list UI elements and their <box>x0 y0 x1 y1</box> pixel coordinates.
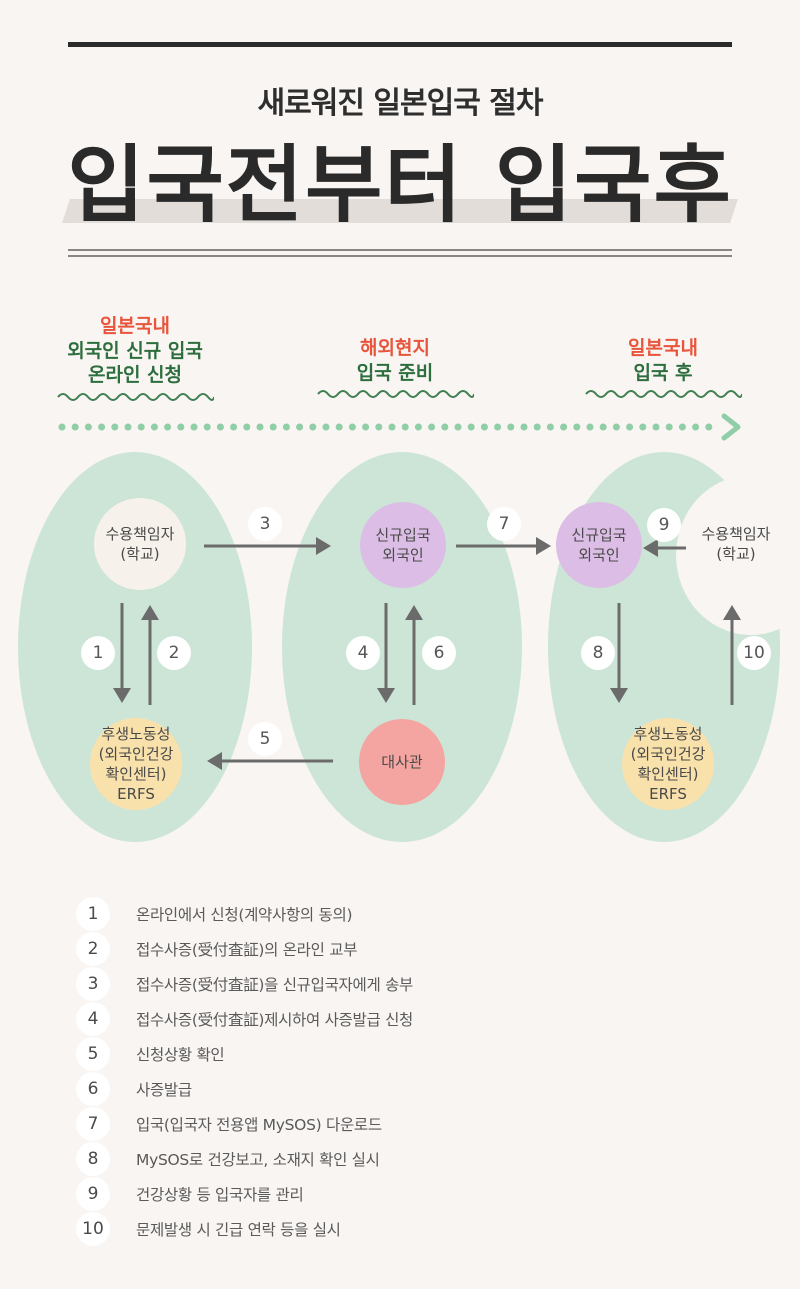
page-title: 입국전부터 입국후 <box>67 136 733 234</box>
phase-line: 입국 후 <box>633 361 693 384</box>
phase-region: 일본국내 <box>100 315 170 337</box>
phase-region: 일본국내 <box>628 337 698 359</box>
phase-header-online-application: 일본국내 외국인 신규 입국 온라인 신청 <box>50 314 220 402</box>
top-rule <box>68 42 732 47</box>
legend-text: 접수사증(受付査証)을 신규입국자에게 송부 <box>136 975 413 994</box>
node-new-foreigner: 신규입국 외국인 <box>360 502 446 588</box>
legend-text: 건강상황 등 입국자를 관리 <box>136 1185 304 1204</box>
step-badge-8: 8 <box>581 636 615 670</box>
step-badge-10: 10 <box>737 636 771 670</box>
step-badge-5: 5 <box>248 722 282 756</box>
phase-region: 해외현지 <box>360 337 430 359</box>
subtitle: 새로워진 일본입국 절차 <box>257 86 544 121</box>
node-school: 수용책임자 (학교) <box>94 498 186 590</box>
legend-item: 10 문제발생 시 긴급 연락 등을 실시 <box>76 1211 413 1246</box>
node-embassy: 대사관 <box>359 719 445 805</box>
legend-item: 5 신청상황 확인 <box>76 1036 413 1071</box>
node-school-after: 수용책임자 (학교) <box>701 524 771 563</box>
legend-number: 4 <box>76 1001 110 1036</box>
step-badge-6: 6 <box>422 636 456 670</box>
wave-underline-icon <box>57 393 214 402</box>
legend-item: 8 MySOS로 건강보고, 소재지 확인 실시 <box>76 1141 413 1176</box>
legend-number: 8 <box>76 1141 110 1176</box>
phase-line: 외국인 신규 입국 <box>67 339 203 362</box>
timeline-arrow-icon <box>58 413 741 441</box>
step-badge-9: 9 <box>647 508 681 542</box>
legend-item: 2 접수사증(受付査証)의 온라인 교부 <box>76 931 413 966</box>
wave-underline-icon <box>317 390 474 399</box>
legend-item: 7 입국(입국자 전용앱 MySOS) 다운로드 <box>76 1106 413 1141</box>
legend-text: 접수사증(受付査証)의 온라인 교부 <box>136 940 358 959</box>
legend-text: 입국(입국자 전용앱 MySOS) 다운로드 <box>136 1115 382 1134</box>
phase-line: 입국 준비 <box>356 361 434 384</box>
step-badge-2: 2 <box>157 636 191 670</box>
legend-number: 7 <box>76 1106 110 1141</box>
steps-legend: 1 온라인에서 신청(계약사항의 동의) 2 접수사증(受付査証)의 온라인 교… <box>76 896 413 1246</box>
legend-item: 3 접수사증(受付査証)을 신규입국자에게 송부 <box>76 966 413 1001</box>
legend-number: 10 <box>76 1211 110 1246</box>
legend-number: 6 <box>76 1071 110 1106</box>
legend-text: 접수사증(受付査証)제시하여 사증발급 신청 <box>136 1010 413 1029</box>
step-badge-7: 7 <box>487 507 521 541</box>
wave-underline-icon <box>585 390 742 399</box>
node-mhlw-erfs: 후생노동성 (외국인건강 확인센터) ERFS <box>90 718 182 810</box>
node-new-foreigner-entered: 신규입국 외국인 <box>556 502 642 588</box>
legend-item: 4 접수사증(受付査証)제시하여 사증발급 신청 <box>76 1001 413 1036</box>
legend-text: 온라인에서 신청(계약사항의 동의) <box>136 905 353 924</box>
legend-item: 1 온라인에서 신청(계약사항의 동의) <box>76 896 413 931</box>
step-badge-1: 1 <box>81 636 115 670</box>
legend-number: 1 <box>76 896 110 931</box>
legend-number: 5 <box>76 1036 110 1071</box>
legend-text: 사증발급 <box>136 1080 192 1099</box>
step-badge-4: 4 <box>346 636 380 670</box>
legend-text: 신청상황 확인 <box>136 1045 225 1064</box>
node-mhlw-erfs-after: 후생노동성 (외국인건강 확인센터) ERFS <box>622 718 714 810</box>
phase-header-overseas-preparation: 해외현지 입국 준비 <box>310 336 480 399</box>
legend-number: 2 <box>76 931 110 966</box>
phase-line: 온라인 신청 <box>87 364 182 387</box>
step-badge-3: 3 <box>248 507 282 541</box>
legend-item: 6 사증발급 <box>76 1071 413 1106</box>
double-rule <box>68 249 732 257</box>
phase-header-after-entry: 일본국내 입국 후 <box>578 336 748 399</box>
legend-text: 문제발생 시 긴급 연락 등을 실시 <box>136 1220 341 1239</box>
legend-number: 9 <box>76 1176 110 1211</box>
legend-number: 3 <box>76 966 110 1001</box>
legend-item: 9 건강상황 등 입국자를 관리 <box>76 1176 413 1211</box>
legend-text: MySOS로 건강보고, 소재지 확인 실시 <box>136 1150 380 1169</box>
